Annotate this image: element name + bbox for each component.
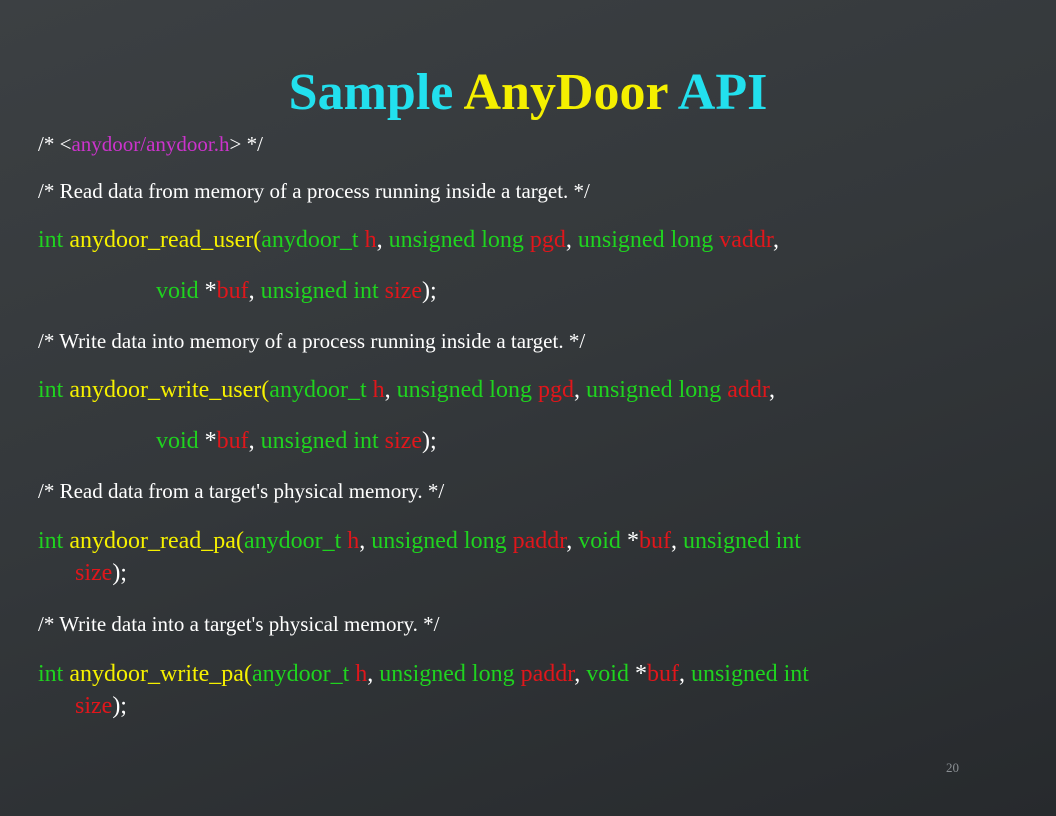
pointer-star: * [204,428,217,454]
separator: , [566,528,579,554]
separator: , [367,661,380,687]
param-type: unsigned int [260,428,385,454]
function-name-read-pa: anydoor_read_pa [69,528,236,554]
param-type: void [578,528,627,554]
param-name: h [347,528,360,554]
pointer-star: * [626,528,639,554]
param-type: unsigned long [585,377,728,403]
comment-write-pa: /* Write data into a target's physical m… [38,612,440,636]
separator: , [248,428,261,454]
param-type: unsigned long [396,377,538,403]
param-type: unsigned int [260,278,385,304]
param-name: paddr [512,528,567,554]
param-type: anydoor_t [269,377,373,403]
param-name: pgd [529,227,566,253]
comment-write-user: /* Write data into memory of a process r… [38,329,586,353]
pointer-star: * [204,278,217,304]
function-name-write-user: anydoor_write_user [69,377,262,403]
separator: , [768,377,775,403]
return-type: int [38,227,70,253]
param-type: void [156,428,205,454]
slide-title: Sample AnyDoor API [0,58,1056,128]
param-name: paddr [520,661,575,687]
return-type: int [38,528,70,554]
signature-write-pa-cont: size); [75,691,127,721]
page-number: 20 [946,760,959,775]
open-paren: ( [235,528,244,554]
separator: , [678,661,691,687]
param-name: buf [216,428,249,454]
header-close: > */ [229,132,263,156]
param-type: unsigned int [682,528,801,554]
param-type: void [586,661,635,687]
separator: , [573,377,586,403]
param-type: unsigned long [577,227,720,253]
return-type: int [38,377,70,403]
param-name: h [355,661,368,687]
separator: , [376,227,389,253]
signature-read-pa: int anydoor_read_pa(anydoor_t h, unsigne… [38,526,801,556]
open-paren: ( [243,661,252,687]
close-paren: ); [421,278,437,304]
param-type: unsigned long [379,661,521,687]
separator: , [248,278,261,304]
param-name: h [364,227,377,253]
param-type: anydoor_t [243,528,348,554]
signature-write-user-cont: void *buf, unsigned int size); [156,426,437,456]
close-paren: ); [112,693,127,719]
header-file-name: anydoor/anydoor.h [71,132,230,156]
signature-write-pa: int anydoor_write_pa(anydoor_t h, unsign… [38,659,809,689]
comment-read-pa: /* Read data from a target's physical me… [38,479,445,503]
title-part-sample: Sample [288,64,464,121]
separator: , [574,661,587,687]
param-name: vaddr [719,227,773,253]
function-name-write-pa: anydoor_write_pa [69,661,244,687]
header-include-line: /* <anydoor/anydoor.h> */ [38,131,263,157]
header-open: /* < [38,132,72,156]
param-name: size [384,428,422,454]
separator: , [565,227,578,253]
close-paren: ); [421,428,437,454]
param-type: anydoor_t [251,661,356,687]
param-name: buf [216,278,249,304]
pointer-star: * [634,661,647,687]
param-name: h [372,377,385,403]
function-name-read-user: anydoor_read_user [69,227,254,253]
signature-write-user: int anydoor_write_user(anydoor_t h, unsi… [38,375,775,405]
comment-read-user: /* Read data from memory of a process ru… [38,179,590,203]
signature-read-pa-cont: size); [75,558,127,588]
title-part-api: API [667,64,768,121]
param-name: size [384,278,422,304]
return-type: int [38,661,70,687]
open-paren: ( [253,227,262,253]
separator: , [772,227,779,253]
param-type: void [156,278,205,304]
separator: , [384,377,397,403]
close-paren: ); [112,560,127,586]
param-type: unsigned long [371,528,513,554]
separator: , [670,528,683,554]
param-name: size [75,693,113,719]
signature-read-user-cont: void *buf, unsigned int size); [156,276,437,306]
param-type: anydoor_t [261,227,365,253]
param-type: unsigned long [388,227,530,253]
separator: , [359,528,372,554]
param-name: size [75,560,113,586]
param-name: buf [646,661,679,687]
open-paren: ( [261,377,270,403]
signature-read-user: int anydoor_read_user(anydoor_t h, unsig… [38,225,779,255]
param-type: unsigned int [690,661,809,687]
title-part-anydoor: AnyDoor [463,64,668,121]
param-name: pgd [537,377,574,403]
param-name: buf [638,528,671,554]
param-name: addr [727,377,769,403]
